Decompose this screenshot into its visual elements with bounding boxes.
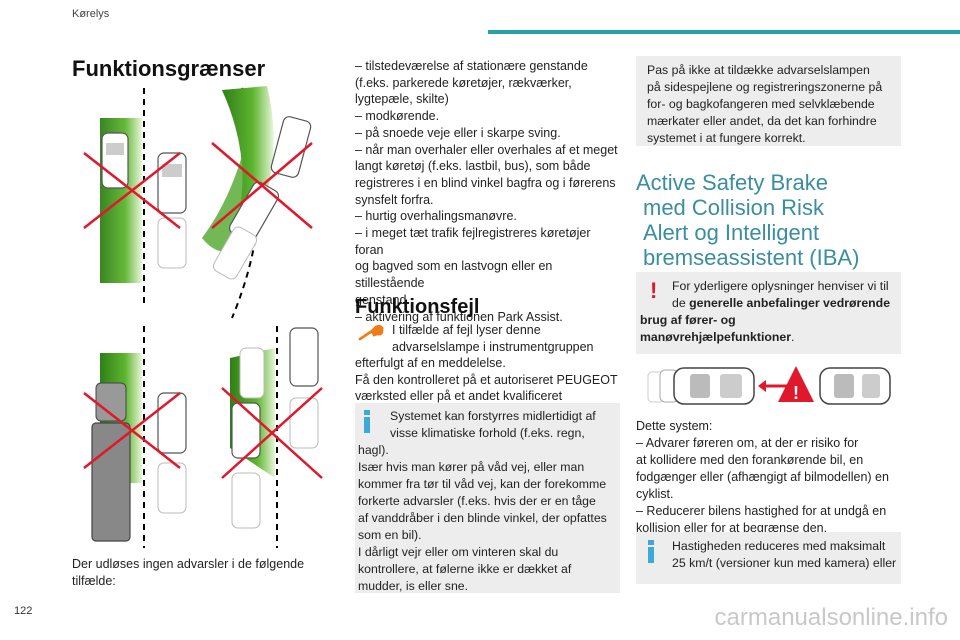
text-line: efterfulgt af en meddelelse. [355, 356, 506, 370]
list-line: synsfelt forfra. [355, 192, 434, 207]
warning-box-text: For yderligere oplysninger henviser vi t… [640, 278, 898, 346]
figure-2 [202, 86, 313, 319]
text-fragment-bold: brug af fører- og [640, 313, 736, 327]
info-icon [648, 540, 654, 563]
heading-line: med Collision Risk [643, 195, 824, 220]
text-line: kommer fra tør til våd vej, kan der fore… [358, 477, 607, 491]
text-line: Hastigheden reduceres med maksimalt [672, 539, 886, 553]
text-line: I tilfælde af fejl lyser denne [392, 323, 541, 337]
text-line: hagl). [358, 443, 389, 457]
list-line: – modkørende. [355, 109, 440, 124]
exclamation-icon: ! [650, 278, 658, 303]
list-line: genstand. [355, 292, 410, 307]
text-fragment-bold: generelle anbefalinger vedrørende [689, 296, 891, 310]
heading-line: bremseassistent (IBA) [643, 245, 860, 270]
heading-line: Alert og Intelligent [643, 220, 820, 245]
text-line: brug af fører- og [640, 312, 898, 329]
list-line: og bagved som en lastvogn eller en still… [355, 259, 553, 291]
list-line: lygtepæle, skilte) [355, 92, 449, 107]
text-line: For yderligere oplysninger henviser vi t… [672, 279, 889, 293]
text-line: – Reducerer bilens hastighed for at undg… [636, 504, 887, 518]
section-label: Kørelys [72, 8, 110, 20]
figure-3 [83, 326, 187, 548]
text-line: systemet i at fungere korrekt. [647, 131, 806, 145]
text-fragment: . [791, 330, 795, 344]
section-heading-funktionsgraenser: Funktionsgrænser [72, 56, 266, 81]
page-number: 122 [14, 605, 33, 617]
info-box-climate [355, 403, 620, 593]
col1-intro-text: Der udløses ingen advarsler i de følgend… [72, 557, 305, 588]
section-heading-funktionsfejl: Funktionsfejl [355, 296, 480, 318]
text-line: – Advarer føreren om, at der er risiko f… [636, 436, 859, 450]
header-bar: Kørelys [0, 0, 960, 38]
list-line: – i meget tæt trafik fejlregistreres kør… [355, 226, 591, 257]
heading-line: Active Safety Brake [636, 170, 828, 195]
list-line: registreres i en blind vinkel bagfra og … [355, 175, 616, 190]
list-line: – når man overhaler eller overhales af e… [355, 142, 618, 157]
list-line: – tilstedeværelse af stationære genstand… [355, 59, 588, 73]
text-line: forkerte advarsler (f.eks. hvis der er e… [358, 494, 596, 508]
text-line: Især hvis man kører på våd vej, eller ma… [358, 460, 585, 474]
list-line: (f.eks. parkerede køretøjer, rækværker, [355, 75, 572, 90]
text-line: for- og bagkofangeren med selvklæbende [647, 97, 875, 111]
info-box-speed-text: Hastigheden reduceres med maksimalt 25 k… [672, 538, 897, 572]
note-box-sensors-text: Pas på ikke at tildække advarselslampen … [647, 62, 897, 147]
watermark: carmanualsonline.info [714, 604, 948, 631]
text-line: af vanddråber i den blinde vinkel, der o… [358, 511, 607, 525]
limits-list: – tilstedeværelse af stationære genstand… [355, 58, 620, 325]
text-line: fodgænger eller (afhængigt af bilmodelle… [636, 470, 889, 484]
text-line: mudder, is eller sne. [358, 579, 469, 593]
text-line: de generelle anbefalinger vedrørende [640, 295, 898, 312]
text-fragment: de [672, 296, 690, 310]
text-line: Pas på ikke at tildække advarselslampen [647, 63, 870, 77]
section-heading-active-safety-brake: Active Safety Brake med Collision Risk A… [636, 170, 896, 270]
list-line: – aktivering af funktionen Park Assist. [355, 309, 563, 324]
text-line: 25 km/t (versioner kun med kamera) eller [672, 556, 897, 570]
text-line: Få den kontrolleret på et autoriseret PE… [355, 372, 618, 387]
text-line: Systemet kan forstyrres midlertidigt af [390, 409, 596, 423]
text-line: I dårligt vejr eller om vinteren skal du [358, 545, 559, 559]
fault-text-first: I tilfælde af fejl lyser denne advarsels… [392, 322, 620, 355]
figure-1 [83, 88, 187, 303]
info-box-climate-text: Systemet kan forstyrres midlertidigt af … [358, 408, 618, 595]
list-line: langt køretøj (f.eks. lastbil, bus), som… [355, 159, 591, 174]
list-line: – på snoede veje eller i skarpe sving. [355, 125, 561, 140]
list-line: – hurtig overhalingsmanøvre. [355, 209, 517, 224]
warning-triangle-symbol: ! [793, 383, 799, 403]
blind-spot-illustrations [83, 86, 323, 548]
note-box-sensors [636, 56, 901, 146]
fault-text-second: efterfulgt af en meddelelse. Få den kont… [355, 355, 620, 422]
info-icon [364, 410, 370, 433]
text-line: advarselslampe i instrumentgruppen [392, 339, 594, 354]
text-line: mærkater eller andet, da det kan forhind… [647, 114, 877, 128]
system-description: Dette system: – Advarer føreren om, at d… [636, 418, 901, 537]
text-line: kollision eller for at begrænse den. [636, 521, 828, 535]
text-line: kontrollere, at følerne ikke er dækket a… [358, 562, 572, 576]
warning-box-recommendations [636, 272, 901, 354]
text-line: visse klimatiske forhold (f.eks. regn, [390, 426, 585, 440]
text-line: cyklist. [636, 487, 674, 501]
text-line: at kollidere med den forankørende bil, e… [636, 453, 864, 467]
text-line: manøvrehjælpefunktioner. [640, 329, 898, 346]
figure-4 [221, 326, 323, 548]
wrench-icon [355, 322, 385, 344]
text-line: på sidespejlene og registreringszonerne … [647, 80, 883, 94]
text-line: Dette system: [636, 419, 713, 433]
text-line: som en bil). [358, 528, 422, 542]
info-box-speed [636, 532, 901, 584]
text-fragment-bold: manøvrehjælpefunktioner [640, 330, 792, 344]
header-rule [488, 30, 960, 34]
collision-illustration: ! [647, 366, 891, 405]
